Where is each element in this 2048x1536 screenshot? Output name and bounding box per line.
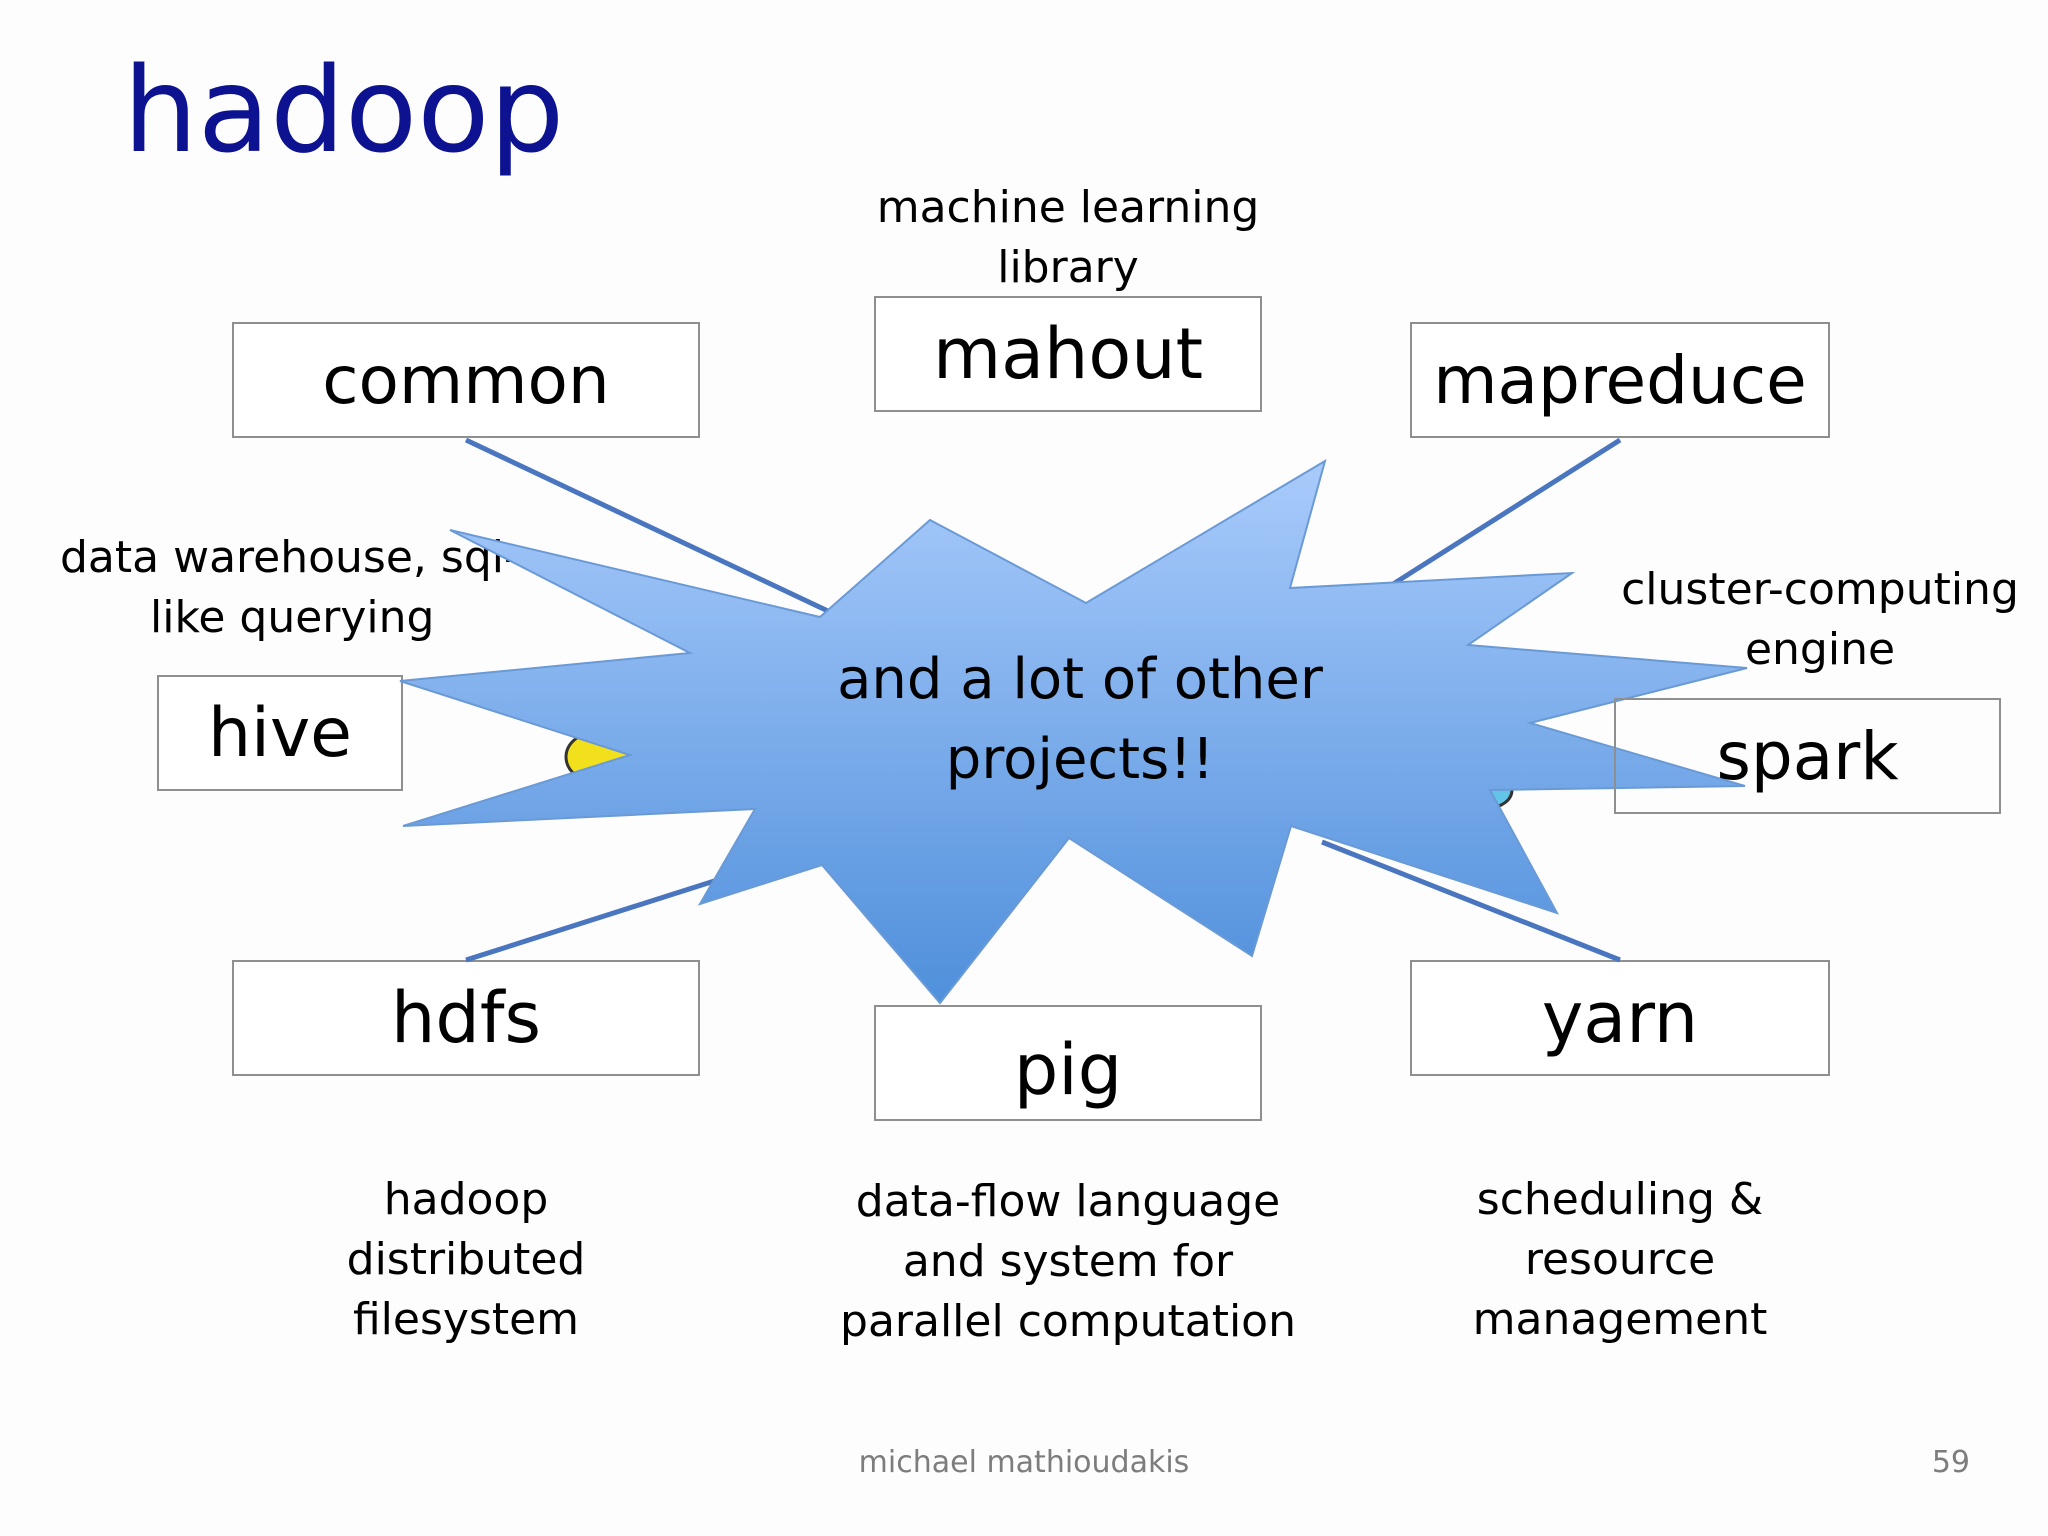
box-mapreduce-label: mapreduce [1433, 341, 1807, 419]
footer-author: michael mathioudakis [858, 1445, 1190, 1480]
connector-common [464, 437, 832, 615]
mahout-description: machine learning library [868, 178, 1268, 298]
connector-lines [464, 437, 1622, 963]
pig-desc-line: and system for [902, 1236, 1234, 1287]
box-mahout-label: mahout [932, 313, 1204, 395]
box-spark: spark [1614, 698, 2001, 814]
box-common-label: common [322, 341, 610, 419]
pig-desc-line: parallel computation [840, 1296, 1296, 1347]
connector-hdfs [465, 873, 731, 963]
spark-description: cluster-computing engine [1600, 560, 2040, 680]
slide-title: hadoop [123, 41, 565, 179]
hdfs-description: hadoop distributed filesystem [266, 1170, 666, 1350]
page-number: 59 [1931, 1445, 1970, 1480]
spark-desc-line: engine [1744, 624, 1896, 675]
mahout-desc-line: machine learning [876, 182, 1260, 233]
pig-desc-line: data-flow language [855, 1176, 1281, 1227]
yarn-desc-line: scheduling & [1476, 1174, 1764, 1225]
spark-desc-line: cluster-computing [1621, 564, 2019, 615]
callout-line: and a lot of other [837, 647, 1323, 712]
yarn-description: scheduling & resource management [1420, 1170, 1820, 1350]
box-pig-label: pig [1013, 1029, 1123, 1111]
box-mahout: mahout [874, 296, 1262, 412]
hive-description: data warehouse, sql- like querying [60, 528, 520, 648]
box-hive: hive [157, 675, 403, 791]
callout-text: and a lot of other projects!! [820, 640, 1340, 800]
hdfs-desc-line: distributed [346, 1234, 586, 1285]
hdfs-desc-line: hadoop [383, 1174, 549, 1225]
yarn-desc-line: resource [1524, 1234, 1716, 1285]
yarn-desc-line: management [1472, 1294, 1768, 1345]
hive-desc-line: like querying [150, 592, 435, 643]
box-common: common [232, 322, 700, 438]
box-yarn-label: yarn [1541, 977, 1699, 1059]
connector-yarn [1321, 839, 1621, 963]
box-spark-label: spark [1716, 717, 1899, 795]
hive-desc-line: data warehouse, sql- [60, 532, 520, 583]
box-pig: pig [874, 1005, 1262, 1121]
box-mapreduce: mapreduce [1410, 322, 1830, 438]
box-yarn: yarn [1410, 960, 1830, 1076]
connector-mapreduce [1388, 437, 1622, 589]
callout-line: projects!! [945, 727, 1215, 792]
box-hive-label: hive [207, 693, 353, 773]
starburst-shape [399, 458, 1748, 1005]
hdfs-desc-line: filesystem [352, 1294, 580, 1345]
box-hdfs: hdfs [232, 960, 700, 1076]
pig-description: data-flow language and system for parall… [836, 1172, 1300, 1352]
mahout-desc-line: library [997, 242, 1139, 293]
box-hdfs-label: hdfs [391, 977, 541, 1059]
